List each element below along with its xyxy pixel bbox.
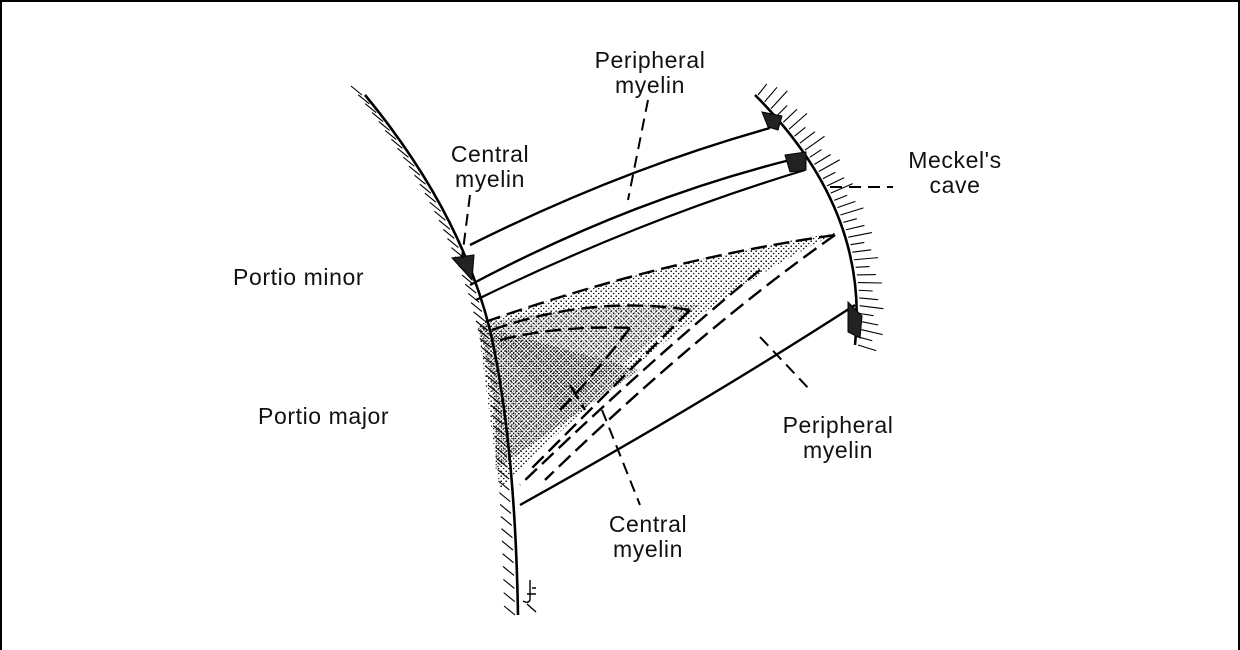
label-portio-major: Portio major bbox=[258, 404, 389, 429]
label-peripheral-myelin-bottom: Peripheral myelin bbox=[748, 413, 928, 463]
artist-signature bbox=[523, 580, 536, 612]
label-central-myelin-top: Central myelin bbox=[420, 142, 560, 192]
label-peripheral-myelin-top: Peripheral myelin bbox=[560, 48, 740, 98]
label-portio-minor: Portio minor bbox=[233, 265, 364, 290]
label-meckels-cave: Meckel's cave bbox=[880, 148, 1030, 198]
label-central-myelin-bottom: Central myelin bbox=[578, 512, 718, 562]
